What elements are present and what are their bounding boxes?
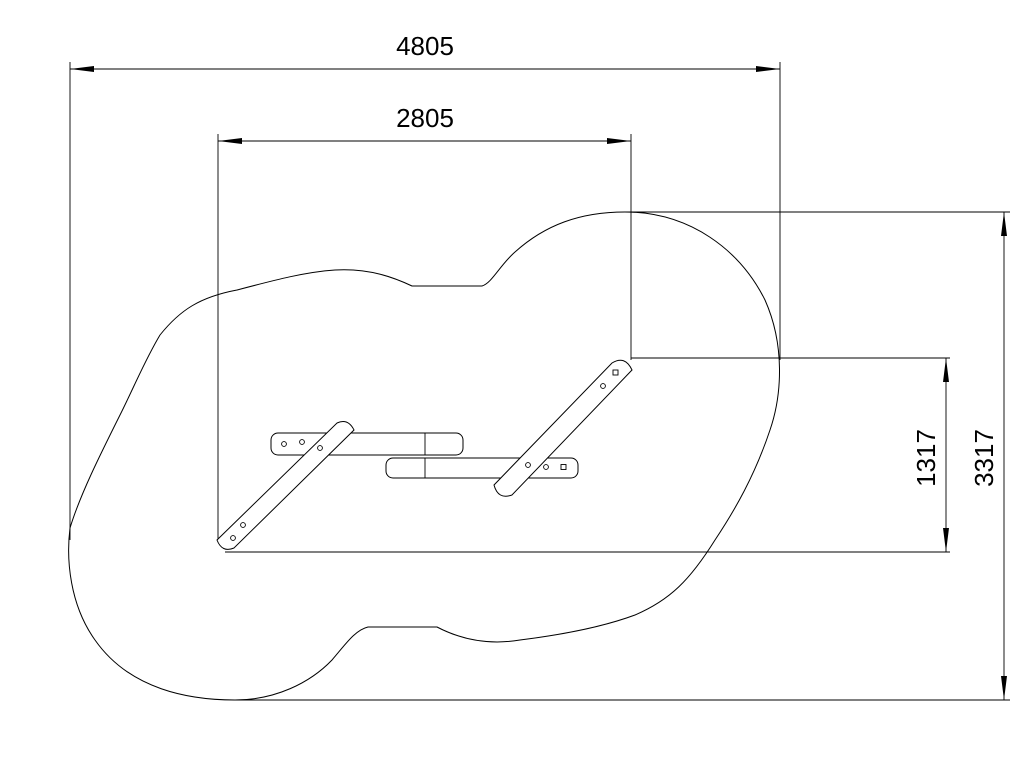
safety-zone-outline [68, 211, 780, 701]
diagonal-beam-right [493, 359, 633, 497]
dimension-label-total-height: 3317 [969, 429, 999, 487]
dimension-label-inner-height: 1317 [911, 429, 941, 487]
diagonal-beam-left [216, 421, 355, 550]
dimension-inner-width: 2805 [218, 103, 631, 144]
dimension-label-total-width: 4805 [396, 31, 454, 61]
dimension-total-height: 3317 [969, 212, 1007, 700]
dimension-total-width: 4805 [70, 31, 780, 72]
horizontal-beam-upper [270, 432, 464, 456]
dimension-label-inner-width: 2805 [396, 103, 454, 133]
horizontal-beam-lower [385, 457, 579, 479]
dimension-inner-height: 1317 [911, 358, 949, 552]
